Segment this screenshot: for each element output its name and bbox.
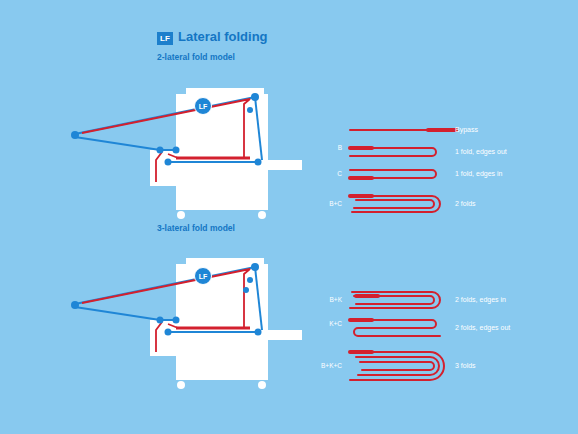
fold-name: 1 fold, edges out	[455, 148, 507, 156]
fold-name: 3 folds	[455, 362, 476, 370]
node-text: LF	[199, 103, 208, 110]
fold-name: 2 folds, edges in	[455, 296, 506, 304]
fold-code: B+K	[330, 296, 342, 303]
roller	[243, 287, 249, 293]
fold-name: 2 folds	[455, 200, 476, 208]
folding-machine	[71, 88, 302, 219]
logo-circle: LF	[194, 267, 212, 285]
model-heading: 3-lateral fold model	[157, 224, 235, 233]
fold-code: B+C	[329, 200, 342, 207]
title-badge: LF	[157, 32, 173, 45]
fold-name: 1 fold, edges in	[455, 170, 502, 178]
fold-name: 2 folds, edges out	[455, 324, 510, 332]
logo-circle: LF	[194, 97, 212, 115]
model-heading: 2-lateral fold model	[157, 53, 235, 62]
fold-code: B+K+C	[321, 362, 342, 369]
fold-code: B	[338, 144, 342, 151]
fold-code: K+C	[329, 320, 342, 327]
node-text: LF	[160, 35, 170, 43]
fold-name: Bypass	[455, 126, 478, 134]
fold-code: C	[337, 170, 342, 177]
fold-figures	[350, 130, 456, 380]
node-text: LF	[199, 273, 208, 280]
folding-machine	[71, 258, 302, 389]
title: Lateral folding	[178, 30, 268, 44]
